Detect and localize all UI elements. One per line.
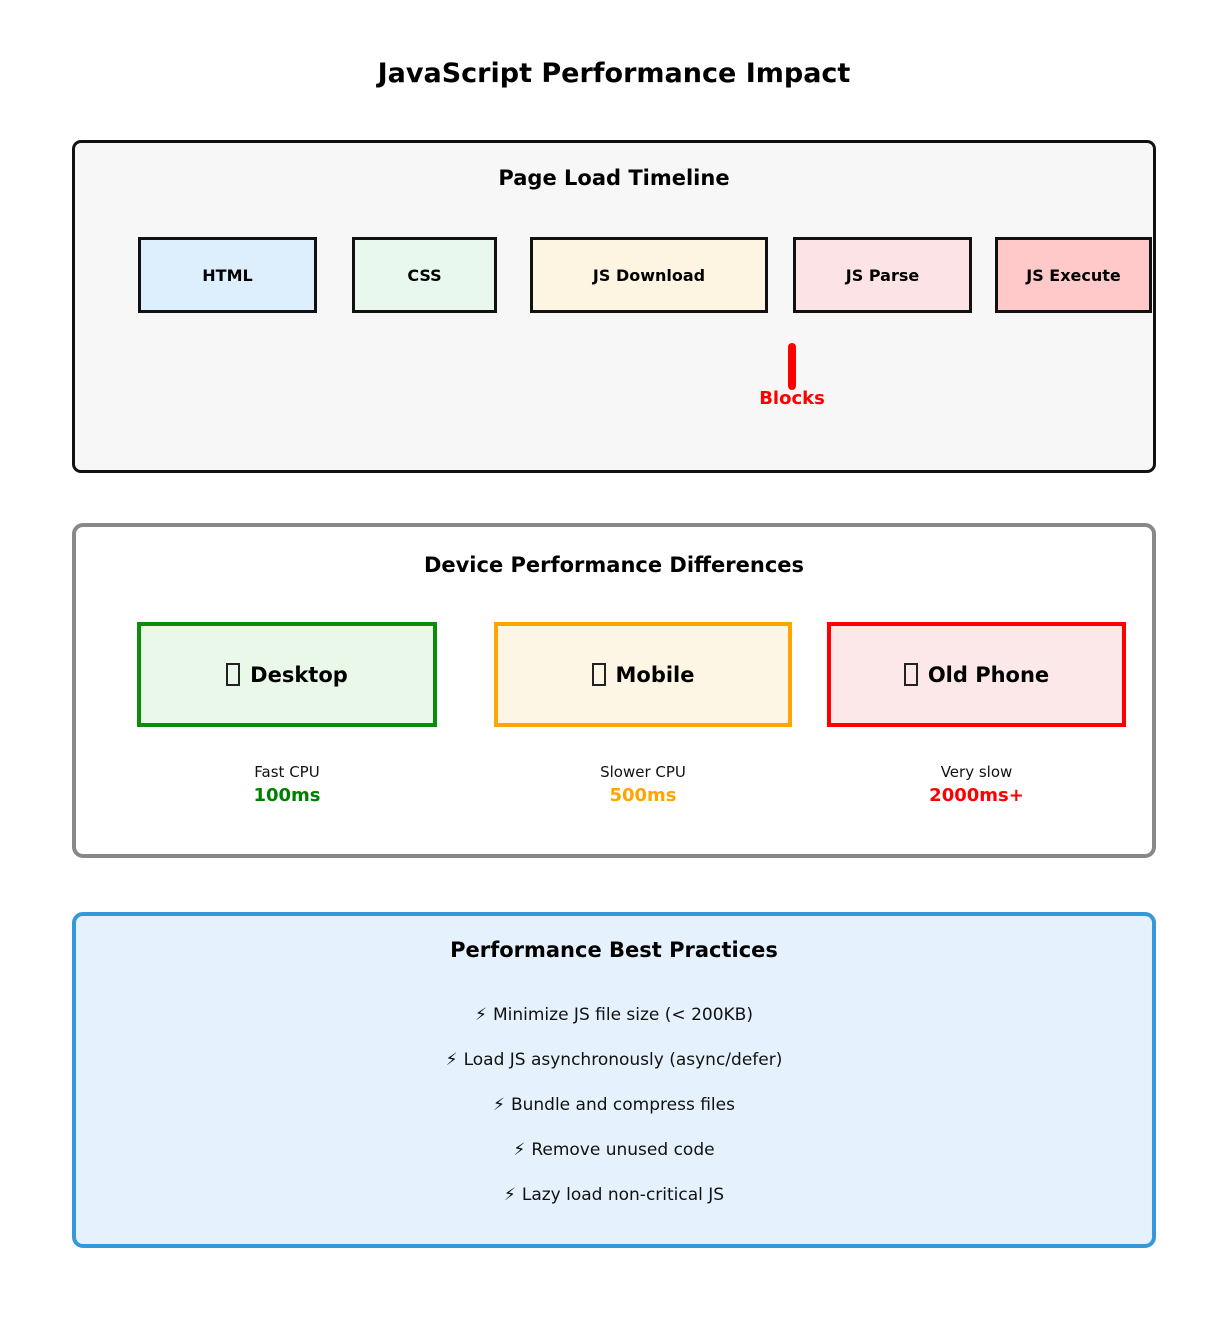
devices-section-title: Device Performance Differences: [423, 553, 805, 577]
practice-text: Minimize JS file size (< 200KB): [492, 1005, 753, 1025]
practice-item: ⚡Bundle and compress files: [76, 1095, 1152, 1115]
stage-label: HTML: [202, 265, 253, 285]
stage-label: JS Parse: [845, 265, 920, 285]
practice-item: ⚡Load JS asynchronously (async/defer): [76, 1050, 1152, 1070]
timeline-section-title: Page Load Timeline: [498, 166, 730, 190]
lightning-icon: ⚡: [503, 1185, 516, 1205]
timeline-stage-js-download: JS Download: [530, 237, 768, 313]
lightning-icon: ⚡: [493, 1095, 505, 1115]
device-label: Old Phone: [927, 662, 1050, 687]
device-time-mobile: 500ms: [609, 785, 677, 806]
device-card-desktop: Desktop: [137, 622, 437, 727]
timeline-stage-js-parse: JS Parse: [793, 237, 972, 313]
old-phone-emoji-missing-glyph-icon: [903, 663, 918, 686]
device-cpu-mobile: Slower CPU: [600, 763, 686, 781]
practice-item: ⚡Minimize JS file size (< 200KB): [76, 1005, 1152, 1025]
timeline-stage-css: CSS: [352, 237, 497, 313]
device-card-mobile: Mobile: [494, 622, 792, 727]
blocks-marker-line: [788, 343, 796, 390]
page-load-timeline-section: Page Load Timeline HTML CSS JS Download …: [72, 140, 1156, 473]
stage-label: JS Execute: [1026, 265, 1121, 285]
timeline-stage-js-execute: JS Execute: [995, 237, 1152, 313]
lightning-icon: ⚡: [475, 1005, 487, 1025]
practice-item: ⚡Lazy load non-critical JS: [76, 1185, 1152, 1205]
lightning-icon: ⚡: [513, 1140, 526, 1160]
device-cpu-old-phone: Very slow: [940, 763, 1013, 781]
desktop-emoji-missing-glyph-icon: [226, 663, 241, 686]
device-time-desktop: 100ms: [253, 785, 321, 806]
device-performance-section: Device Performance Differences Desktop M…: [72, 523, 1156, 858]
device-cpu-desktop: Fast CPU: [254, 763, 320, 781]
best-practices-section: Performance Best Practices ⚡Minimize JS …: [72, 912, 1156, 1248]
practice-text: Remove unused code: [531, 1140, 715, 1160]
practices-section-title: Performance Best Practices: [450, 938, 778, 962]
device-card-old-phone: Old Phone: [827, 622, 1126, 727]
lightning-icon: ⚡: [445, 1050, 458, 1070]
practice-text: Bundle and compress files: [510, 1095, 735, 1115]
device-label: Desktop: [250, 662, 348, 687]
device-label: Mobile: [615, 662, 695, 687]
device-time-old-phone: 2000ms+: [929, 785, 1024, 806]
practice-text: Lazy load non-critical JS: [521, 1185, 725, 1205]
page-title: JavaScript Performance Impact: [377, 58, 851, 89]
timeline-stage-html: HTML: [138, 237, 317, 313]
practice-text: Load JS asynchronously (async/defer): [463, 1050, 783, 1070]
blocks-label: Blocks: [759, 388, 825, 409]
practice-item: ⚡Remove unused code: [76, 1140, 1152, 1160]
stage-label: CSS: [407, 265, 442, 285]
stage-label: JS Download: [592, 265, 706, 285]
mobile-emoji-missing-glyph-icon: [591, 663, 606, 686]
